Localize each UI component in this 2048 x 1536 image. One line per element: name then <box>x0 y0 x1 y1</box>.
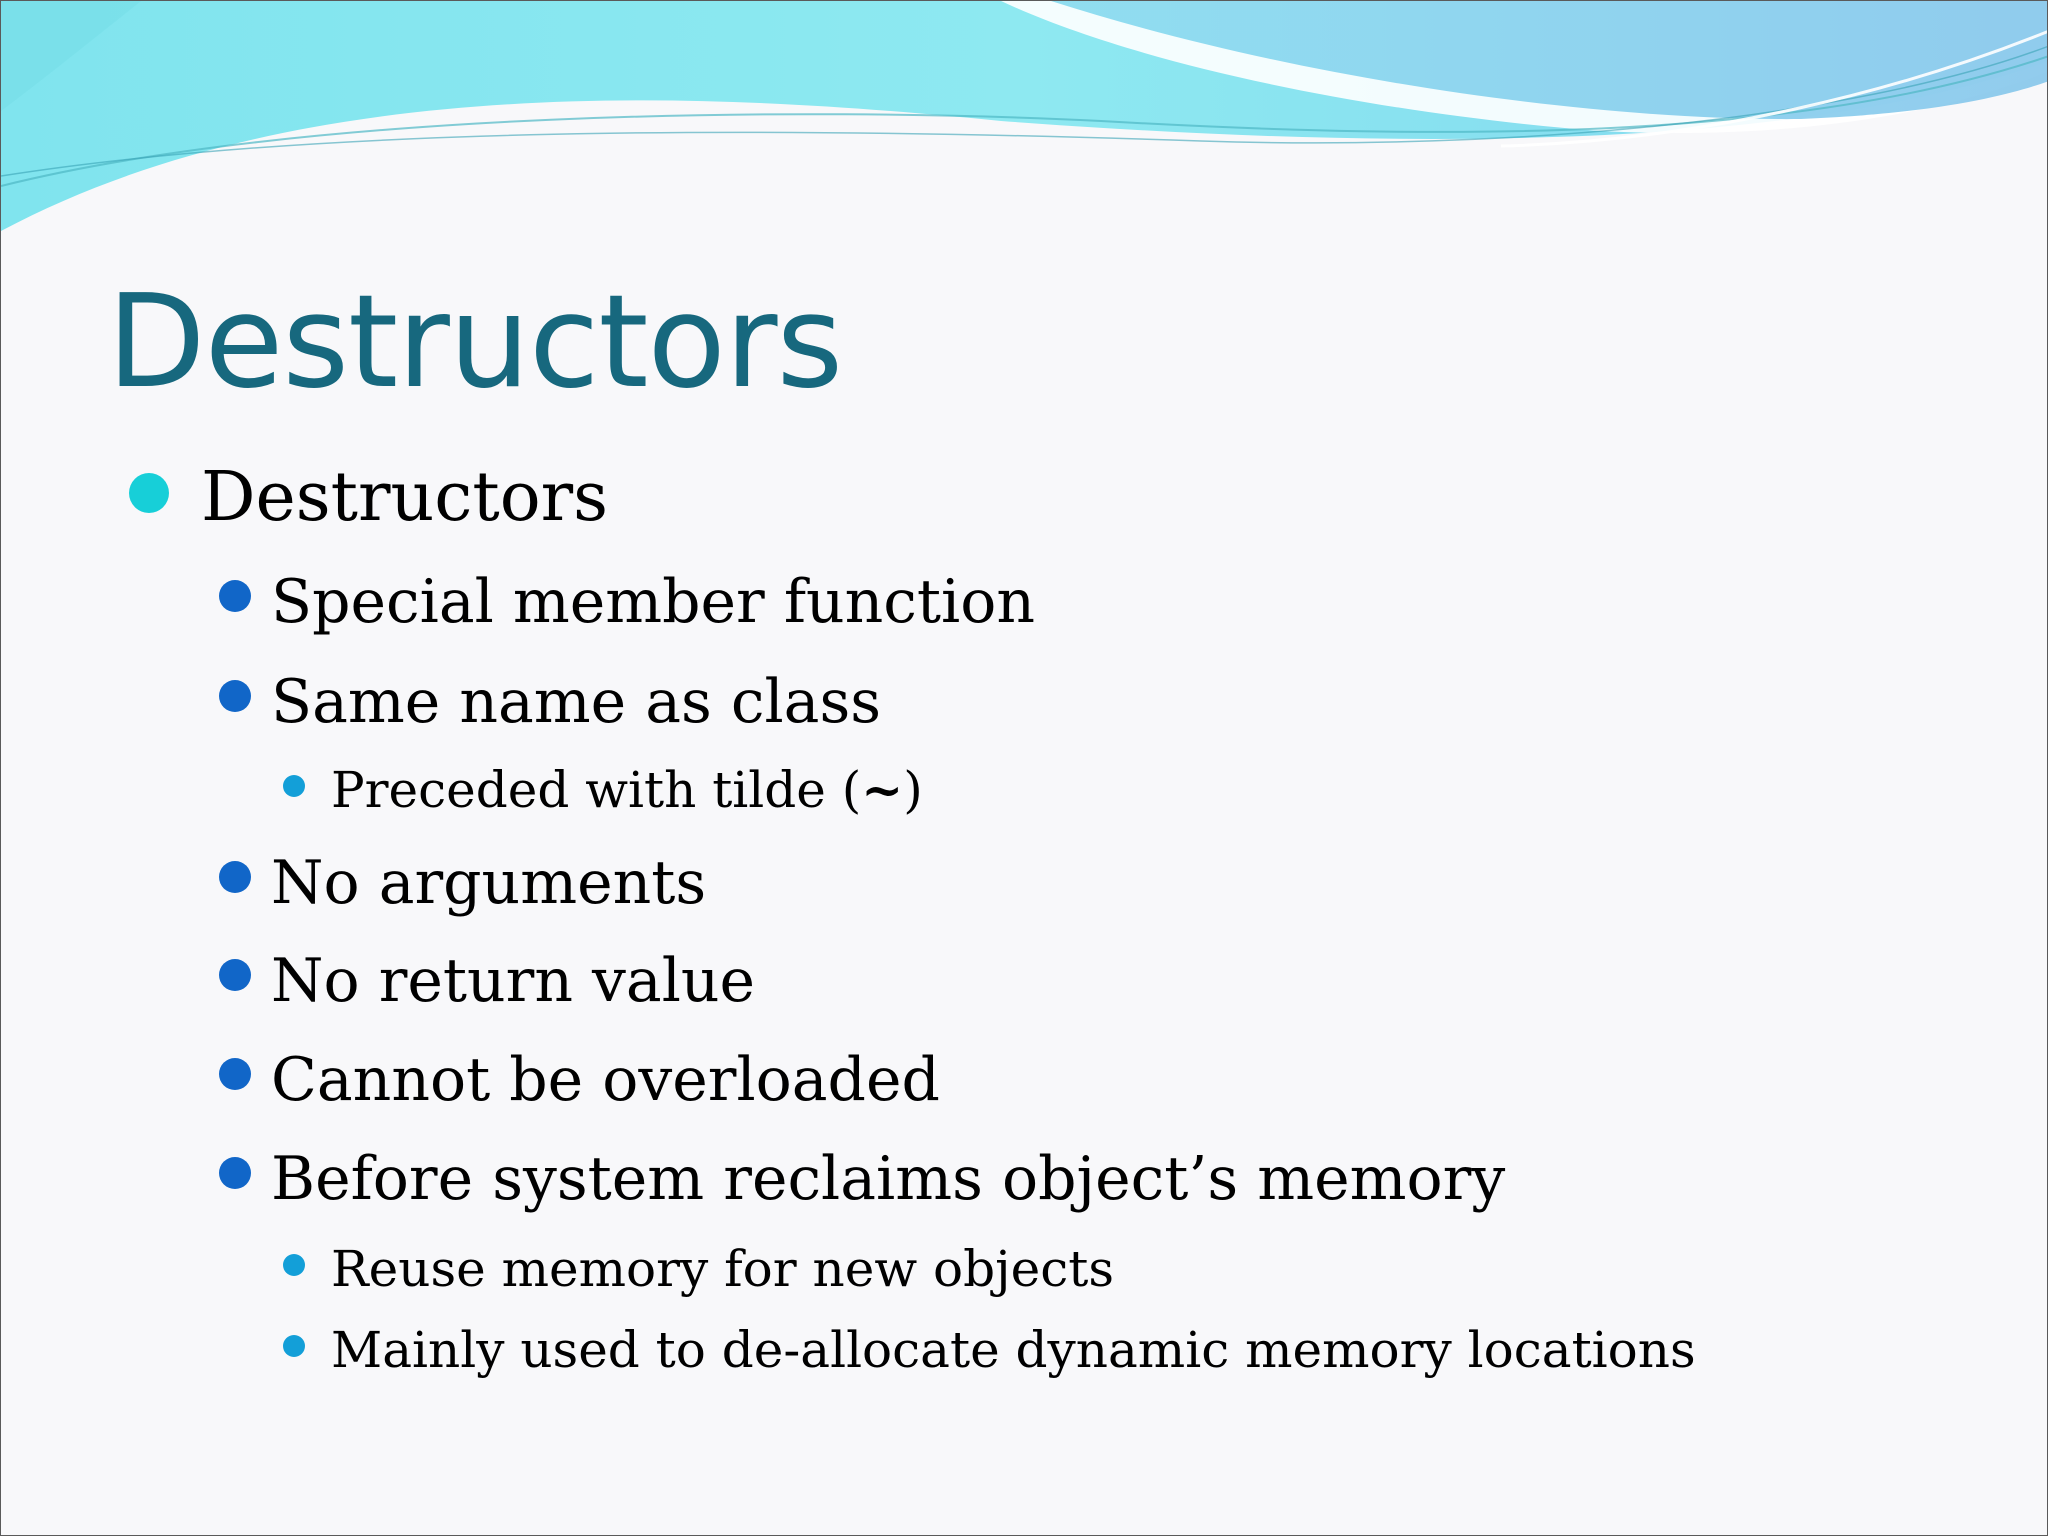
bullet-text: Mainly used to de-allocate dynamic memor… <box>331 1321 1696 1379</box>
bullet-item: Preceded with tilde (~) <box>283 757 923 823</box>
bullet-text: No return value <box>271 946 756 1016</box>
slide-title: Destructors <box>107 268 843 417</box>
bullet-text: Special member function <box>271 567 1035 637</box>
bullet-dot-icon <box>129 473 169 513</box>
bullet-text: Destructors <box>201 458 609 537</box>
bullet-item: Same name as class <box>219 662 882 742</box>
bullet-text-emphasis: ~ <box>861 760 904 819</box>
bullet-text-before: Preceded with tilde ( <box>331 761 862 819</box>
bullet-item: Special member function <box>219 562 1035 642</box>
bullet-text: Before system reclaims object’s memory <box>271 1144 1506 1214</box>
bullet-text: No arguments <box>271 848 707 918</box>
bullet-dot-icon <box>219 1157 251 1189</box>
bullet-text: Same name as class <box>271 667 882 737</box>
bullet-item: Before system reclaims object’s memory <box>219 1139 1506 1219</box>
bullet-text: Reuse memory for new objects <box>331 1240 1114 1298</box>
bullet-item: Reuse memory for new objects <box>283 1236 1114 1302</box>
bullet-item: No return value <box>219 941 756 1021</box>
bullet-text-after: ) <box>903 761 923 819</box>
bullet-dot-icon <box>219 1058 251 1090</box>
bullet-dot-icon <box>219 959 251 991</box>
header-wave-decoration <box>1 1 2047 231</box>
bullet-text: Cannot be overloaded <box>271 1045 940 1115</box>
bullet-dot-icon <box>283 775 305 797</box>
bullet-item: No arguments <box>219 843 707 923</box>
bullet-dot-icon <box>283 1335 305 1357</box>
bullet-item: Destructors <box>129 453 609 543</box>
bullet-dot-icon <box>219 680 251 712</box>
bullet-dot-icon <box>283 1254 305 1276</box>
bullet-item: Mainly used to de-allocate dynamic memor… <box>283 1317 1696 1383</box>
bullet-item: Cannot be overloaded <box>219 1040 940 1120</box>
bullet-dot-icon <box>219 861 251 893</box>
bullet-dot-icon <box>219 580 251 612</box>
